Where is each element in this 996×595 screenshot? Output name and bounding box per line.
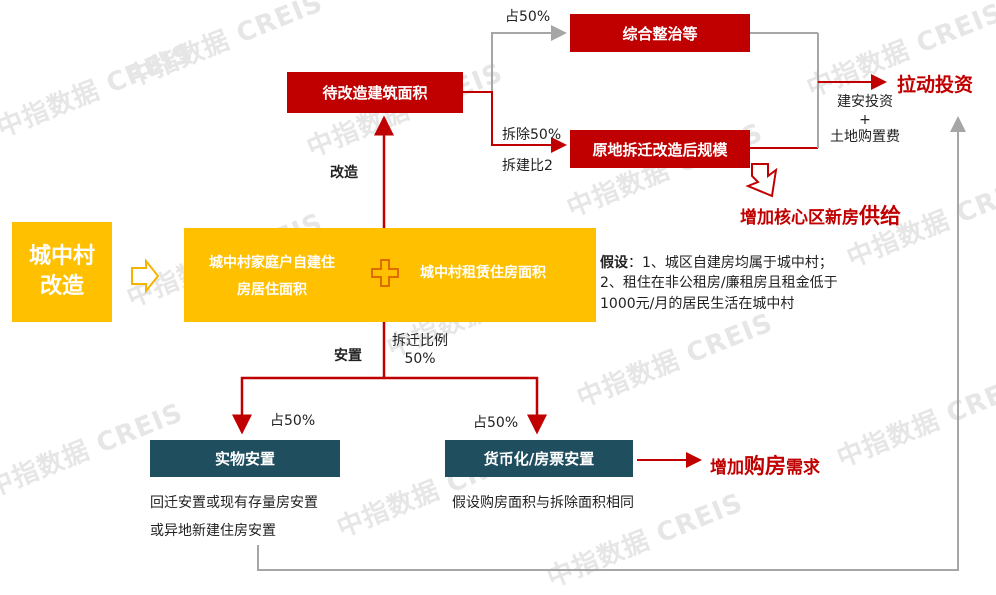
boost-investment-label: 拉动投资 [897,74,974,96]
rebuild-ratio-label: 拆建比2 [502,158,553,174]
hollow-arrow-icon [131,258,160,294]
boost-supply-label: 增加核心区新房供给 [740,200,901,230]
demolition-ratio-line1: 拆迁比例 [392,333,448,349]
household-housing-label: 城中村家庭户自建住 房居住面积 [192,250,352,303]
urban-village-box: 城中村 改造 [12,222,112,322]
share-left-label: 占50% [270,413,316,429]
household-housing-line1: 城中村家庭户自建住 [209,255,335,271]
share-top-label: 占50% [505,9,551,25]
investment-note: 建安投资 + 土地购置费 [820,94,910,147]
household-housing-line2: 房居住面积 [237,281,307,298]
urban-village-line2: 改造 [39,274,84,299]
rebuild-box: 原地拆迁改造后规模 [570,130,750,168]
boost-demand-prefix: 增加 [710,458,744,478]
renovation-label: 改造 [330,165,358,181]
boost-supply-emph: 供给 [859,204,901,228]
monetary-note: 假设购房面积与拆除面积相同 [452,495,634,511]
monetary-resettle-box: 货币化/房票安置 [445,440,633,477]
share-right-label: 占50% [473,415,519,431]
assumption-label: 假设 [600,255,628,271]
housing-area-box: 城中村家庭户自建住 房居住面积 城中村租赁住房面积 [184,228,596,322]
demolition-ratio-label: 拆迁比例 50% [392,332,448,368]
physical-note-line2: 或异地新建住房安置 [150,523,276,539]
boost-demand-label: 增加购房需求 [710,450,820,480]
physical-resettle-box: 实物安置 [150,440,340,477]
demolition-ratio-line2: 50% [404,351,436,368]
boost-demand-suffix: 需求 [786,458,820,478]
assumption-line3: 1000元/月的居民生活在城中村 [600,295,795,312]
plus-icon [371,259,399,287]
boost-supply-prefix: 增加核心区新房 [740,208,859,228]
boost-demand-emph: 购房 [744,454,786,478]
investment-note-line1: 建安投资 [837,94,893,110]
investment-note-line2: 土地购置费 [830,129,900,145]
resettle-label: 安置 [334,348,362,364]
assumption-line2: 2、租住在非公租房/廉租房且租金低于 [600,275,838,292]
assumption-note: 假设：1、城区自建房均属于城中村； 2、租住在非公租房/廉租房且租金低于 100… [600,253,838,314]
comprehensive-box: 综合整治等 [570,14,750,52]
down-arrow-icon [745,163,778,198]
demolish-label: 拆除50% [502,127,562,143]
pending-area-box: 待改造建筑面积 [287,72,463,113]
rental-housing-label: 城中村租赁住房面积 [420,265,546,281]
assumption-line1: ：1、城区自建房均属于城中村； [628,255,833,271]
connector-lines [131,25,966,571]
physical-note: 回迁安置或现有存量房安置 或异地新建住房安置 [150,489,318,545]
physical-note-line1: 回迁安置或现有存量房安置 [150,495,318,511]
urban-village-line1: 城中村 [28,244,95,270]
investment-note-plus: + [859,111,871,128]
